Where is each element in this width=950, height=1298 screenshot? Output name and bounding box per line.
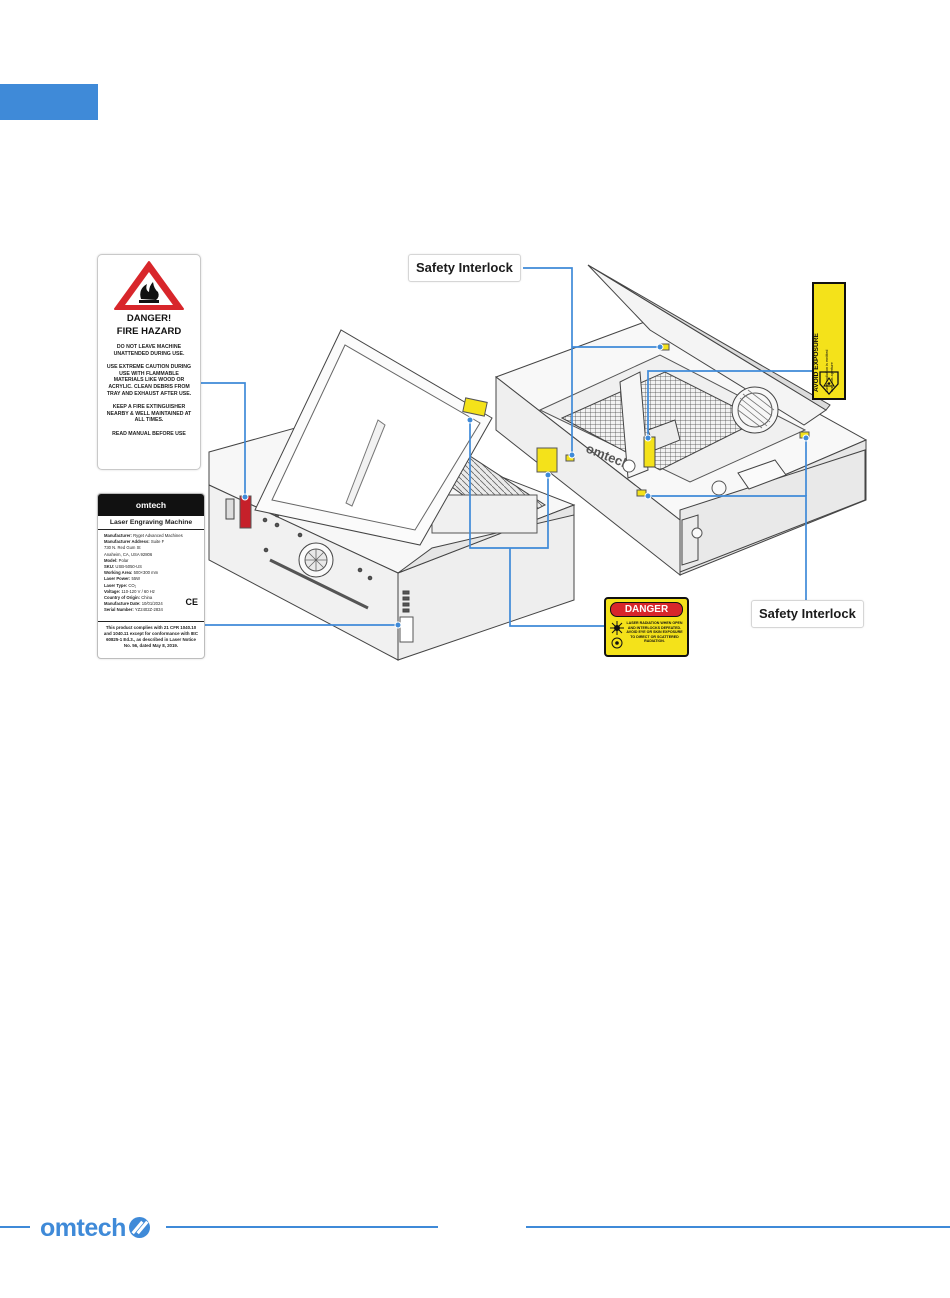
spec-row: Working Area: 500×300 mm — [104, 570, 159, 576]
aperture-warning-icon — [819, 371, 839, 395]
danger-header: DANGER — [610, 602, 683, 617]
fire-text-2: USE EXTREME CAUTION DURING USE WITH FLAM… — [106, 364, 192, 397]
danger-text: Laser radiation when open and interlocks… — [626, 621, 683, 644]
section-tab-marker — [0, 84, 98, 120]
spec-row: 730 N. Red Gum St — [104, 545, 141, 551]
nameplate-brand: omtech — [98, 494, 204, 516]
footer-logo: omtech — [40, 1212, 150, 1244]
fire-text-4: READ MANUAL BEFORE USE — [112, 430, 186, 437]
right-machine: omtech — [494, 264, 868, 577]
footer-line-middle — [166, 1226, 438, 1228]
ce-mark: CE — [185, 597, 198, 607]
fire-text-3: KEEP A FIRE EXTINGUISHER NEARBY & WELL M… — [106, 404, 192, 424]
spec-row: Voltage: 110-120 V / 60 Hz — [104, 588, 155, 594]
nameplate-compliance: This product complies with 21 CFR 1040.1… — [98, 621, 204, 649]
safety-interlock-label-right: Safety Interlock — [751, 600, 864, 628]
safety-interlock-label-top: Safety Interlock — [408, 254, 521, 282]
spec-row: Manufacturer: Ryget Advanced Machines — [104, 533, 183, 538]
laser-warning-icon — [610, 621, 624, 649]
spec-row: SKU: USB-5050-US — [104, 564, 142, 570]
fire-hazard-label: DANGER! FIRE HAZARD DO NOT LEAVE MACHINE… — [97, 254, 201, 470]
spec-row: Laser Type: CO₂ — [104, 582, 137, 588]
fire-warning-icon — [114, 261, 184, 310]
machine-nameplate: omtech Laser Engraving Machine Manufactu… — [97, 493, 205, 659]
footer-line-left — [0, 1226, 30, 1228]
spec-row: Laser Power: 55W — [104, 576, 141, 582]
footer-brand: omtech — [40, 1214, 126, 1242]
spec-row: Model: Polar — [104, 557, 129, 563]
callout-dots — [241, 343, 810, 629]
machine-diagram: omtech — [199, 264, 868, 661]
footer-line-right — [526, 1226, 950, 1228]
callout-lines — [199, 267, 812, 627]
fire-text-1: DO NOT LEAVE MACHINE UNATTENDED DURING U… — [113, 344, 185, 357]
avoid-exposure-label: AVOID EXPOSURE Laser radiation is emitte… — [812, 282, 846, 400]
fire-title-1: DANGER! — [126, 313, 172, 324]
brand-mark-icon — [128, 1217, 150, 1238]
left-machine — [208, 329, 576, 661]
spec-row: Anaheim, CA, USA 92806 — [104, 551, 153, 557]
spec-row: Manufacture Date: 10/01/2024 — [104, 601, 163, 607]
fire-title-2: FIRE HAZARD — [116, 326, 182, 337]
spec-row: Manufacturer Address: Suite F — [104, 539, 165, 545]
spec-row: Country of Origin: China — [104, 595, 153, 601]
spec-row: Serial Number: YZ2402Z-2834 — [104, 607, 163, 613]
nameplate-title: Laser Engraving Machine — [98, 516, 204, 530]
danger-sign: DANGER Laser radiation when open and int… — [604, 597, 689, 657]
nameplate-specs: Manufacturer: Ryget Advanced Machines Ma… — [98, 530, 204, 621]
